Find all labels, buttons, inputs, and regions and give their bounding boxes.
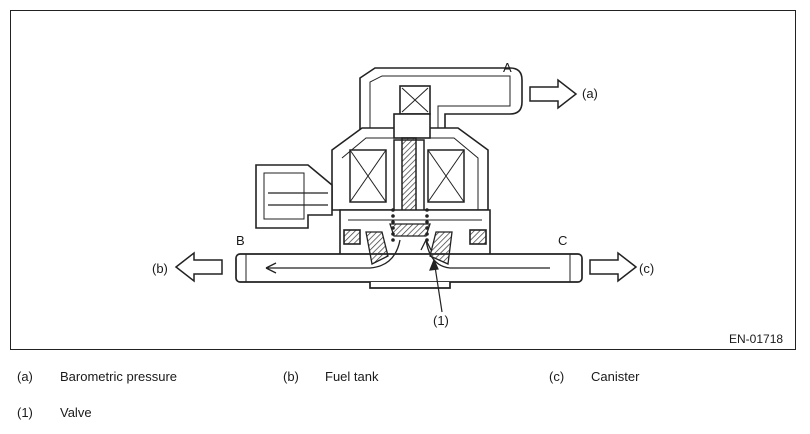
legend-key: (b)	[283, 369, 299, 384]
legend-text: Fuel tank	[325, 369, 379, 384]
callout-label-valve: (1)	[433, 313, 449, 328]
legend-key: (c)	[549, 369, 565, 384]
coil-left	[349, 149, 387, 203]
port-letter-c: C	[558, 233, 568, 248]
electrical-connector	[255, 164, 333, 229]
arrow-to-a	[529, 78, 578, 110]
flow-tube	[235, 253, 583, 289]
valve-seat	[365, 223, 453, 265]
coil-right	[427, 149, 465, 203]
port-letter-a: A	[503, 60, 512, 75]
plunger	[393, 137, 425, 219]
port-letter-b: B	[236, 233, 245, 248]
legend-text: Valve	[60, 405, 92, 420]
legend-text: Barometric pressure	[60, 369, 178, 384]
port-tag-a: (a)	[582, 86, 598, 101]
legend-key: (1)	[17, 405, 33, 420]
arrow-to-b	[174, 251, 223, 283]
port-tag-c: (c)	[639, 261, 655, 276]
port-tag-b: (b)	[152, 261, 168, 276]
figure-code: EN-01718	[729, 332, 784, 346]
callout-leader	[429, 258, 443, 313]
valve-cutaway-diagram	[174, 67, 638, 313]
flow-path-from-c	[420, 239, 550, 269]
flow-path-to-b	[265, 239, 401, 274]
arrow-to-c	[589, 251, 638, 283]
legend-key: (a)	[17, 369, 33, 384]
figure-frame	[10, 10, 796, 350]
legend-text: Canister	[591, 369, 640, 384]
